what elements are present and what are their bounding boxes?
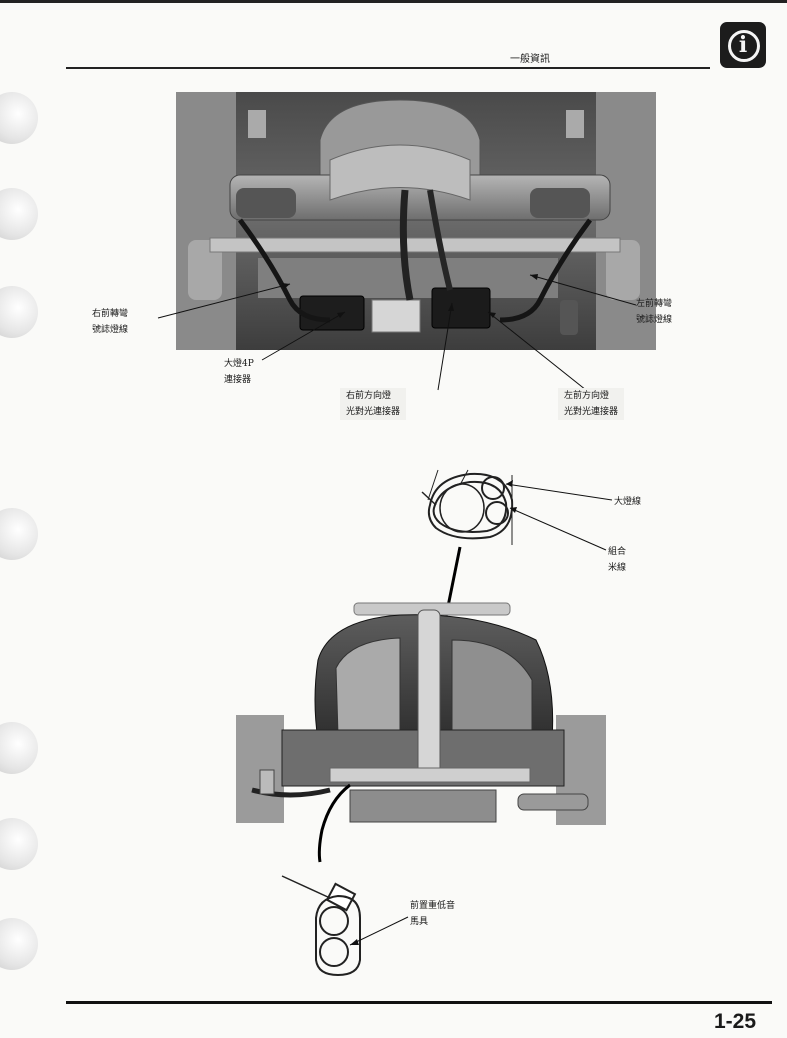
figure2-photo: [236, 602, 606, 825]
label-left-position-light-connector: 左前方向燈 光對光連接器: [558, 388, 625, 420]
top-rule: [0, 0, 787, 3]
figure3-clamp: [281, 875, 361, 977]
info-icon: i: [720, 22, 766, 68]
figure2-inset-leaders: [505, 483, 613, 551]
label-headlight-wire: 大燈線: [614, 497, 642, 507]
info-icon-ring: [728, 30, 760, 62]
clamp-pointer-line: [317, 783, 351, 863]
label-left-turn-signal-wire: 左前轉彎 號誌燈線: [636, 299, 673, 325]
leader-clamp: [349, 916, 409, 946]
section-title: 一般資訊: [510, 54, 550, 65]
label-right-turn-signal-wire: 右前轉彎 號誌燈線: [92, 309, 129, 335]
figure1-leaders: [157, 274, 637, 391]
figure1-arrowheads: [282, 274, 538, 318]
figure2-inset-arrowheads: [506, 480, 517, 513]
leader-right-position-connector: [437, 302, 453, 391]
leader-left-turn-wire: [529, 274, 637, 306]
leader-headlight-connector: [261, 311, 346, 361]
label-combination-meter-wire: 組合 米線: [608, 547, 627, 573]
info-icon-glyph: i: [738, 32, 748, 58]
header-rule: [66, 67, 710, 69]
page-number: 1-25: [714, 1010, 757, 1033]
label-clamp: 前置重低音 馬具: [410, 901, 456, 927]
leader-left-position-connector: [487, 311, 587, 391]
footer-rule: [66, 1001, 772, 1004]
label-headlight-4p-connector: 大燈4P 連接器: [224, 359, 254, 385]
figure2-inset: [421, 469, 514, 545]
leader-right-turn-wire: [157, 283, 291, 319]
arrowhead-clamp: [350, 939, 359, 945]
figure1-photo: [176, 92, 656, 350]
label-right-position-light-connector: 右前方向燈 光對光連接器: [340, 388, 407, 420]
